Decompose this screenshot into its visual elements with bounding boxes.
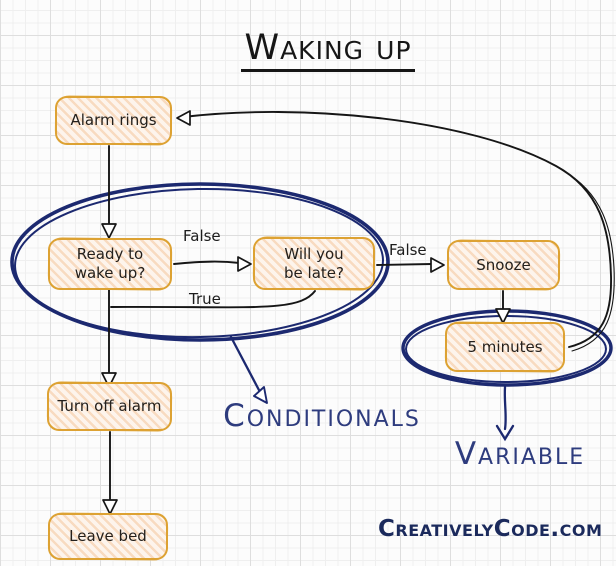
edge-label-true: True (189, 290, 221, 308)
node-label: 5 minutes (467, 337, 543, 356)
arrow-to-variable (503, 385, 507, 431)
node-ready-to-wake-up: Ready to wake up? (48, 238, 172, 290)
annotation-variable: Variable (454, 436, 586, 472)
node-label: Will you be late? (284, 244, 344, 282)
node-label: Alarm rings (70, 111, 157, 130)
node-label: Ready to wake up? (74, 245, 146, 282)
edge-label-false-late: False (389, 241, 427, 259)
node-snooze: Snooze (447, 240, 560, 290)
node-label: Snooze (476, 255, 531, 274)
arrowhead-into-five (495, 308, 511, 324)
arrow-to-conditionals (229, 335, 262, 394)
node-leave-bed: Leave bed (48, 513, 168, 560)
arrowhead-into-ready (101, 223, 117, 239)
node-label: Leave bed (69, 527, 147, 546)
node-alarm-rings: Alarm rings (55, 96, 172, 145)
arrow-late-to-snooze (376, 263, 433, 266)
edge-return-to-alarm (182, 111, 612, 348)
node-turn-off-alarm: Turn off alarm (47, 382, 172, 431)
arrowhead-into-late (237, 256, 252, 272)
diagram-title: Waking up (218, 28, 438, 72)
annotation-conditionals: Conditionals (223, 398, 421, 434)
arrow-ready-to-late (173, 260, 241, 265)
node-five-minutes: 5 minutes (445, 322, 565, 372)
edge-label-false-ready: False (183, 227, 221, 245)
arrowhead-into-leave (102, 499, 118, 515)
arrowhead-into-snooze (430, 257, 445, 273)
edge-return-sketch-double (561, 169, 615, 352)
arrowhead-into-alarm (176, 110, 191, 126)
node-will-you-be-late: Will you be late? (253, 237, 375, 290)
node-label: Turn off alarm (57, 397, 162, 416)
watermark-creativelycode: CreativelyCode.com (378, 516, 603, 542)
